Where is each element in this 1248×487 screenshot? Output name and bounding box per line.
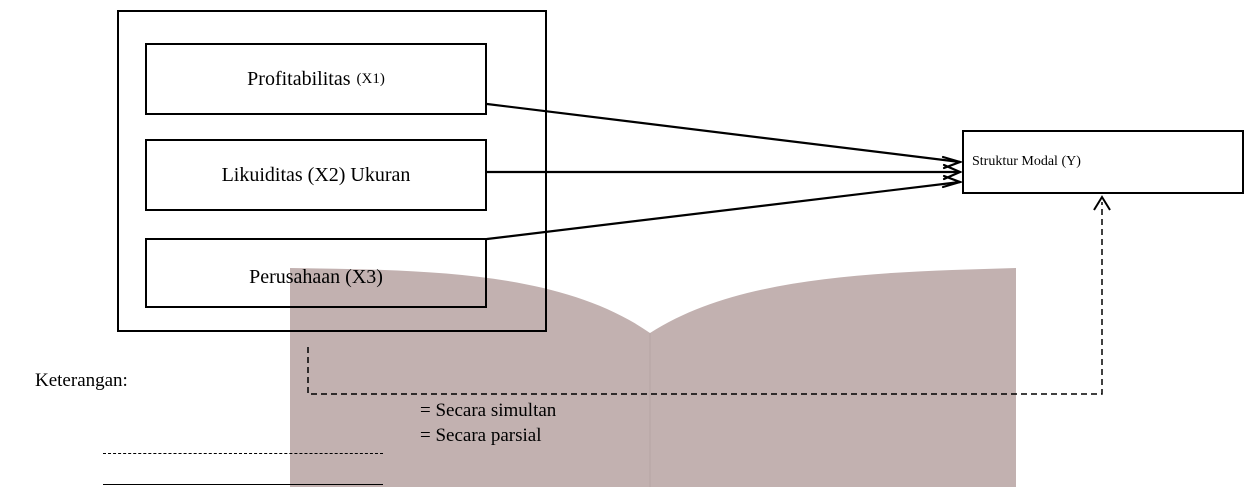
ukuran-perusahaan-label: Perusahaan (X3) [249, 265, 383, 288]
arrow-head-x2 [942, 163, 963, 181]
simultaneous-arrow-head [1093, 195, 1111, 211]
legend-dashed-line [103, 453, 383, 454]
simultaneous-path [307, 202, 1103, 395]
profitabilitas-box: Profitabilitas (X1) [145, 43, 487, 115]
arrow-x1-to-y [485, 102, 962, 164]
profitabilitas-label: Profitabilitas [247, 67, 351, 90]
arrow-head-x1 [941, 155, 964, 170]
legend-title: Keterangan: [35, 370, 128, 391]
legend-solid-line [103, 484, 383, 485]
profitabilitas-code: (X1) [356, 70, 385, 87]
likuiditas-box: Likuiditas (X2) Ukuran [145, 139, 487, 211]
struktur-modal-label: Struktur Modal (Y) [972, 154, 1081, 169]
arrow-head-x3 [941, 174, 964, 189]
legend-partial-label: = Secara parsial [420, 425, 542, 446]
ukuran-perusahaan-box: Perusahaan (X3) [145, 238, 487, 308]
legend-simultaneous-label: = Secara simultan [420, 400, 557, 421]
arrow-x3-to-y [485, 180, 962, 241]
likuiditas-label: Likuiditas (X2) Ukuran [221, 163, 411, 186]
